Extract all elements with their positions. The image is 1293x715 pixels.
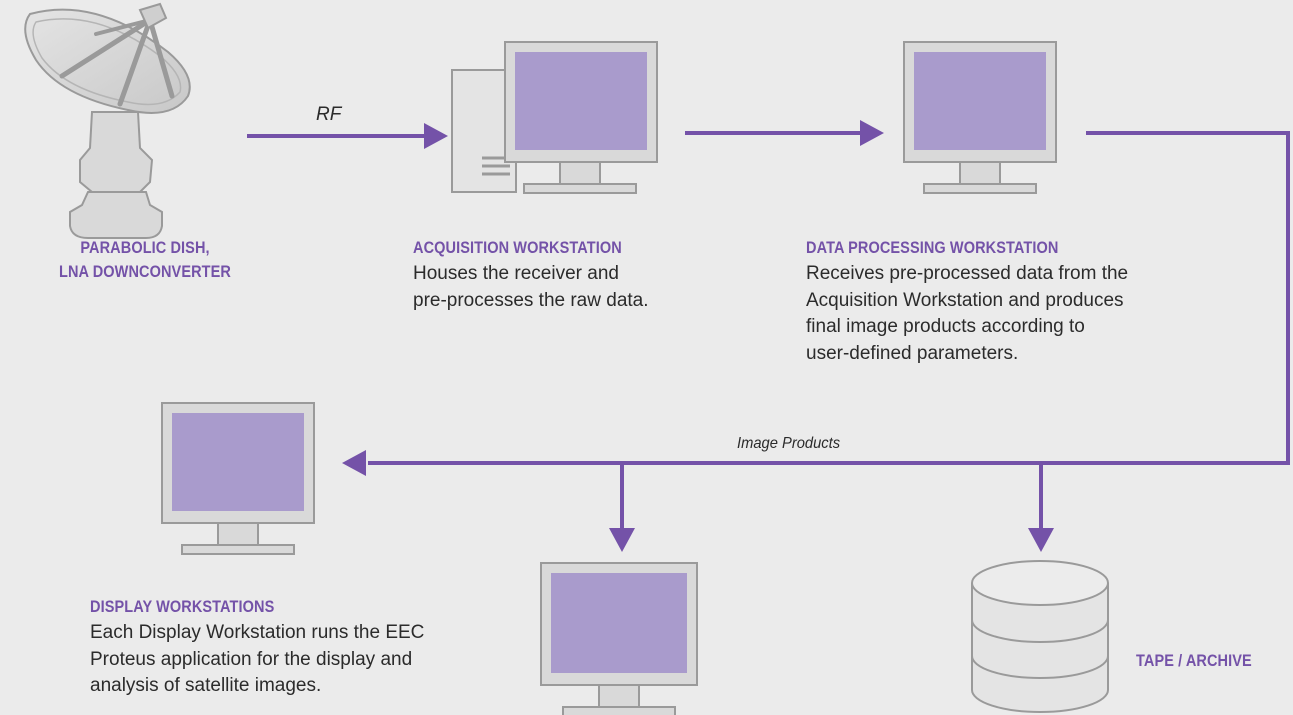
display-monitor-left-icon bbox=[161, 402, 315, 555]
processing-title: DATA PROCESSING WORKSTATION bbox=[806, 239, 1059, 257]
arrowhead-display-bottom bbox=[609, 528, 635, 552]
arrowhead-display-left bbox=[342, 450, 366, 476]
processing-description: Receives pre-processed data from the Acq… bbox=[806, 263, 1129, 364]
display-description: Each Display Workstation runs the EEC Pr… bbox=[90, 622, 425, 696]
satellite-dish-icon bbox=[24, 2, 191, 239]
display-title: DISPLAY WORKSTATIONS bbox=[90, 598, 275, 616]
acquisition-title: ACQUISITION WORKSTATION bbox=[413, 239, 622, 257]
display-monitor-bottom-icon bbox=[540, 562, 698, 715]
archive-title: TAPE / ARCHIVE bbox=[1136, 652, 1252, 670]
rf-label: RF bbox=[316, 104, 342, 125]
processing-monitor-icon bbox=[903, 41, 1057, 194]
dish-title-line2: LNA DOWNCONVERTER bbox=[59, 263, 231, 281]
flow-arrows bbox=[247, 120, 1290, 552]
image-products-label: Image Products bbox=[737, 435, 841, 452]
arrowhead-rf bbox=[424, 123, 448, 149]
arrowhead-archive bbox=[1028, 528, 1054, 552]
dish-title-line1: PARABOLIC DISH, bbox=[80, 239, 210, 257]
database-icon bbox=[971, 560, 1109, 713]
arrow-image-products bbox=[368, 131, 1290, 465]
acquisition-description: Houses the receiver and pre-processes th… bbox=[413, 263, 649, 311]
acquisition-monitor-icon bbox=[504, 41, 658, 194]
arrowhead-acq-to-proc bbox=[860, 120, 884, 146]
